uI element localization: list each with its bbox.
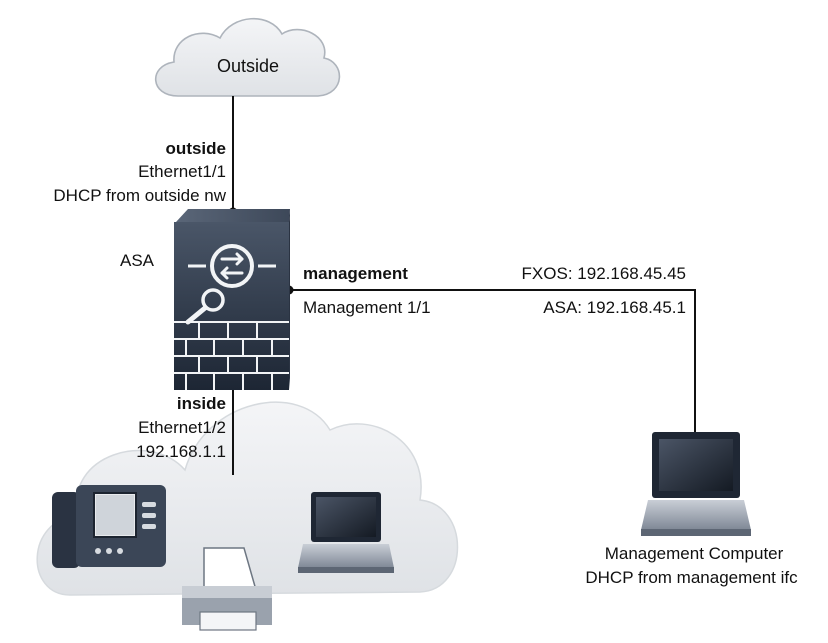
ip-phone-icon <box>52 485 166 568</box>
outside-link-line <box>228 96 238 217</box>
management-interface-port: Management 1/1 <box>303 298 431 317</box>
management-interface-name: management <box>303 264 408 283</box>
inside-interface-name: inside <box>176 394 226 413</box>
inside-laptop-icon <box>298 492 394 573</box>
printer-icon <box>182 547 272 631</box>
asa-firewall-icon <box>174 209 290 390</box>
outside-interface-addressing: DHCP from outside nw <box>53 186 226 205</box>
inside-interface-ip: 192.168.1.1 <box>136 442 226 461</box>
asa-device-label: ASA <box>120 251 155 270</box>
management-computer-title: Management Computer <box>604 544 784 563</box>
management-computer-addressing: DHCP from management ifc <box>585 568 798 587</box>
outside-cloud-label: Outside <box>216 56 280 76</box>
management-fxos-ip: FXOS: 192.168.45.45 <box>521 264 686 283</box>
inside-interface-port: Ethernet1/2 <box>138 418 226 437</box>
management-asa-ip: ASA: 192.168.45.1 <box>543 298 686 317</box>
management-computer-icon <box>641 432 751 536</box>
outside-interface-name: outside <box>165 139 226 158</box>
outside-interface-port: Ethernet1/1 <box>138 162 226 181</box>
outside-cloud-icon <box>154 17 341 97</box>
